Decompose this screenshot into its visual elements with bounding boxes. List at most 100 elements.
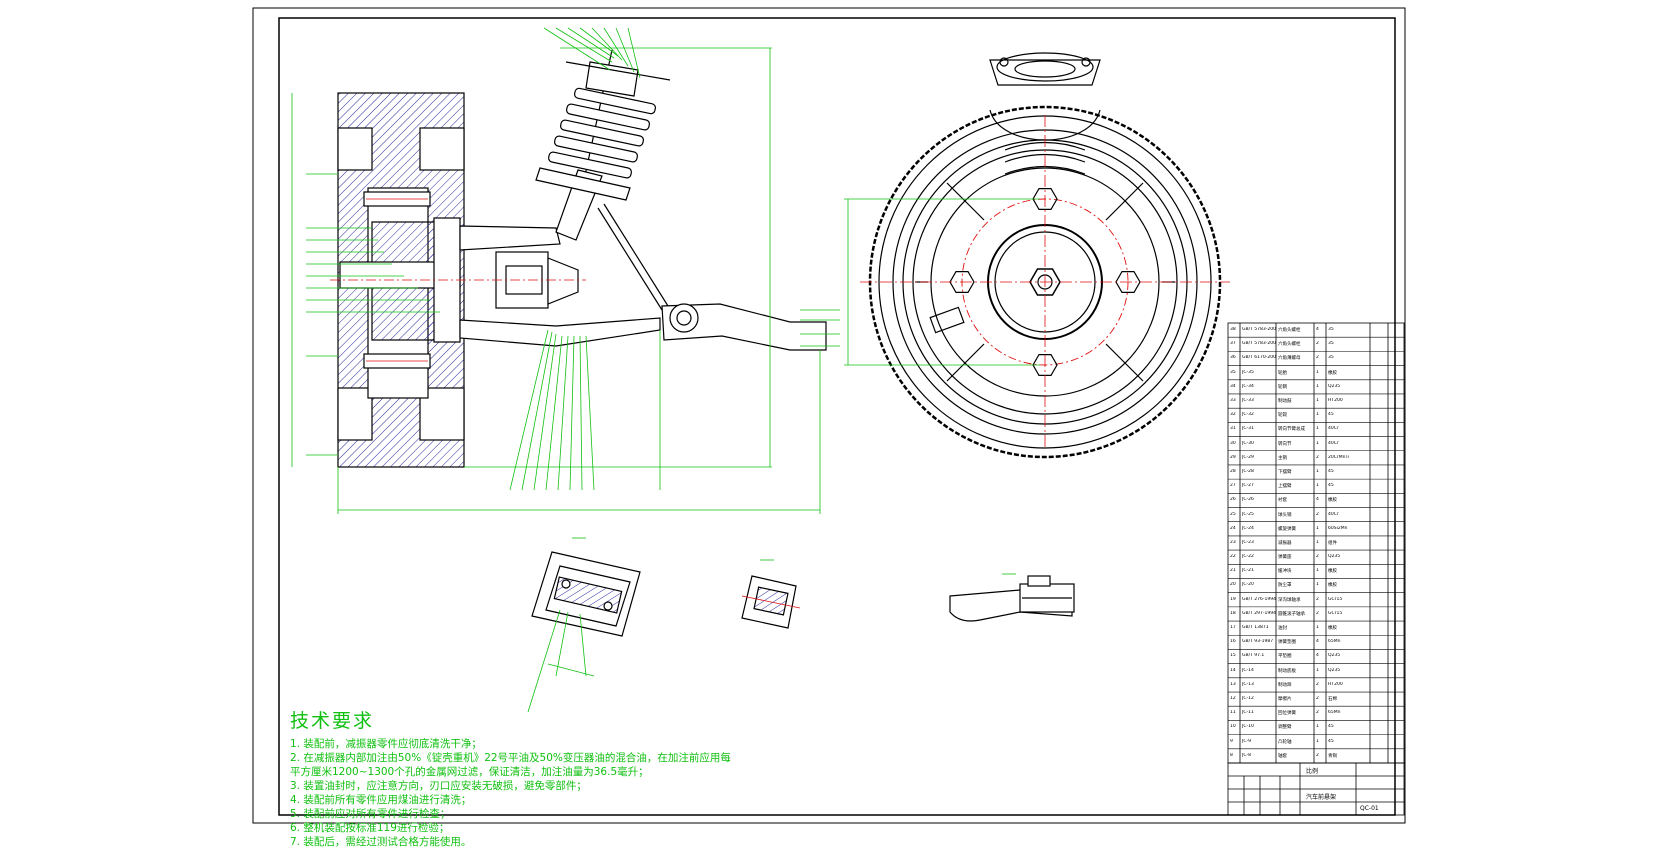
- leader-b4: [545, 335, 563, 491]
- detail-view-a: [531, 551, 641, 637]
- leader-t1: [543, 27, 611, 71]
- title-block: [1227, 762, 1405, 816]
- coil-5: [548, 151, 632, 179]
- bom-cell-no: 29: [1230, 454, 1236, 460]
- bom-cell-qty: 2: [1316, 355, 1319, 361]
- bom-cell-std: JC-24: [1242, 525, 1254, 531]
- bom-cell-std: JC-9: [1242, 738, 1251, 744]
- bom-cell-name: 球头销: [1278, 512, 1292, 518]
- bom-cell-no: 15: [1230, 653, 1236, 659]
- bom-cell-qty: 4: [1316, 497, 1319, 503]
- bom-cell-name: 制动蹄: [1278, 682, 1292, 688]
- bom-cell-no: 33: [1230, 397, 1236, 403]
- bom-cell-mat: 橡胶: [1328, 583, 1337, 589]
- bom-cell-std: JC-11: [1242, 710, 1254, 716]
- bom-cell-no: 21: [1230, 568, 1236, 574]
- leader-b8: [585, 335, 595, 491]
- bom-cell-no: 20: [1230, 582, 1236, 588]
- bom-cell-no: 11: [1230, 710, 1236, 716]
- lower-spring-seat: [535, 167, 631, 201]
- bom-cell-no: 25: [1230, 511, 1236, 517]
- bom-cell-mat: 45: [1328, 724, 1334, 730]
- bom-cell-no: 27: [1230, 483, 1236, 489]
- bom-cell-qty: 1: [1316, 724, 1319, 730]
- bom-cell-std: JC-26: [1242, 497, 1254, 503]
- bom-cell-name: 转向节臂总成: [1278, 427, 1305, 433]
- technical-requirements: 技术要求 1. 装配前，减振器零件应彻底清洗干净； 2. 在减振器内部加注由50…: [290, 706, 990, 849]
- bom-cell-name: 六角薄螺母: [1278, 356, 1301, 362]
- bom-cell-qty: 2: [1316, 554, 1319, 560]
- bom-cell-qty: 1: [1316, 483, 1319, 489]
- mount-hole-r: [1081, 57, 1091, 67]
- note-line: 4. 装配前所有零件应用煤油进行清洗；: [290, 794, 472, 806]
- bom-cell-std: JC-31: [1242, 426, 1254, 432]
- bom-cell-std: GB/T 13871: [1242, 625, 1269, 631]
- bom-cell-std: JC-20: [1242, 582, 1254, 588]
- note-line: 2. 在减振器内部加注由50%《锭壳重机》22号平油及50%变压器油的混合油，在…: [290, 752, 731, 764]
- rim-web-gap-top-r: [419, 127, 465, 171]
- bom-cell-std: JC-13: [1242, 681, 1254, 687]
- leader-b2: [521, 331, 553, 491]
- bom-cell-no: 19: [1230, 596, 1236, 602]
- bom-cell-name: 凸轮轴: [1278, 739, 1292, 745]
- lower-arm: [459, 317, 661, 347]
- bom-cell-no: 34: [1230, 383, 1236, 389]
- bom-cell-qty: 1: [1316, 468, 1319, 474]
- bom-cell-std: JC-35: [1242, 369, 1254, 375]
- bom-cell-std: GB/T 97.1: [1242, 653, 1265, 659]
- bom-cell-mat: 45: [1328, 468, 1334, 474]
- leader-b3: [533, 333, 557, 491]
- outer-frame: [252, 7, 1406, 824]
- bom-cell-mat: GCr15: [1328, 596, 1343, 602]
- bom-cell-mat: 40Cr: [1328, 426, 1339, 432]
- mount-flange-inner: [1014, 60, 1076, 78]
- bom-cell-qty: 1: [1316, 440, 1319, 446]
- upper-arm: [459, 225, 561, 251]
- bom-cell-no: 24: [1230, 525, 1236, 531]
- bom-cell-name: 制动底板: [1278, 668, 1296, 674]
- bom-cell-name: 六角头螺栓: [1278, 328, 1301, 333]
- detail-b-core: [753, 586, 789, 616]
- bom-cell-no: 37: [1230, 341, 1236, 347]
- bom-cell-mat: 45: [1328, 412, 1334, 418]
- control-arms: [459, 203, 827, 351]
- detail-b-axis: [741, 595, 801, 609]
- dimension-lines: [291, 27, 840, 514]
- bom-cell-no: 10: [1230, 724, 1236, 730]
- upper-mount-plate: [989, 59, 1101, 86]
- bom-cell-mat: Q235: [1328, 653, 1341, 659]
- bom-cell-mat: 35: [1328, 327, 1334, 332]
- detail-a-leader2: [579, 613, 587, 677]
- bom-cell-std: GB/T 276-1994: [1242, 596, 1276, 602]
- coil-3: [560, 119, 644, 147]
- leader-t7: [615, 27, 635, 73]
- leader-b6: [569, 335, 575, 491]
- rim-web-gap-bot-l: [337, 387, 373, 441]
- leader-t2: [555, 27, 613, 63]
- bom-cell-no: 9: [1230, 738, 1233, 744]
- bom-cell-name: 摩擦片: [1278, 697, 1292, 703]
- bom-cell-std: JC-33: [1242, 397, 1254, 403]
- bom-cell-qty: 2: [1316, 511, 1319, 517]
- bom-cell-qty: 1: [1316, 369, 1319, 375]
- bom-cell-std: JC-23: [1242, 539, 1254, 545]
- leader-t4: [579, 27, 619, 57]
- detail-c-tab: [1027, 575, 1051, 587]
- spoke-1: [946, 182, 985, 221]
- bom-cell-std: JC-14: [1242, 667, 1254, 673]
- leader-t3: [567, 27, 615, 59]
- bom-cell-qty: 1: [1316, 397, 1319, 403]
- detail-a-dim: [547, 663, 595, 677]
